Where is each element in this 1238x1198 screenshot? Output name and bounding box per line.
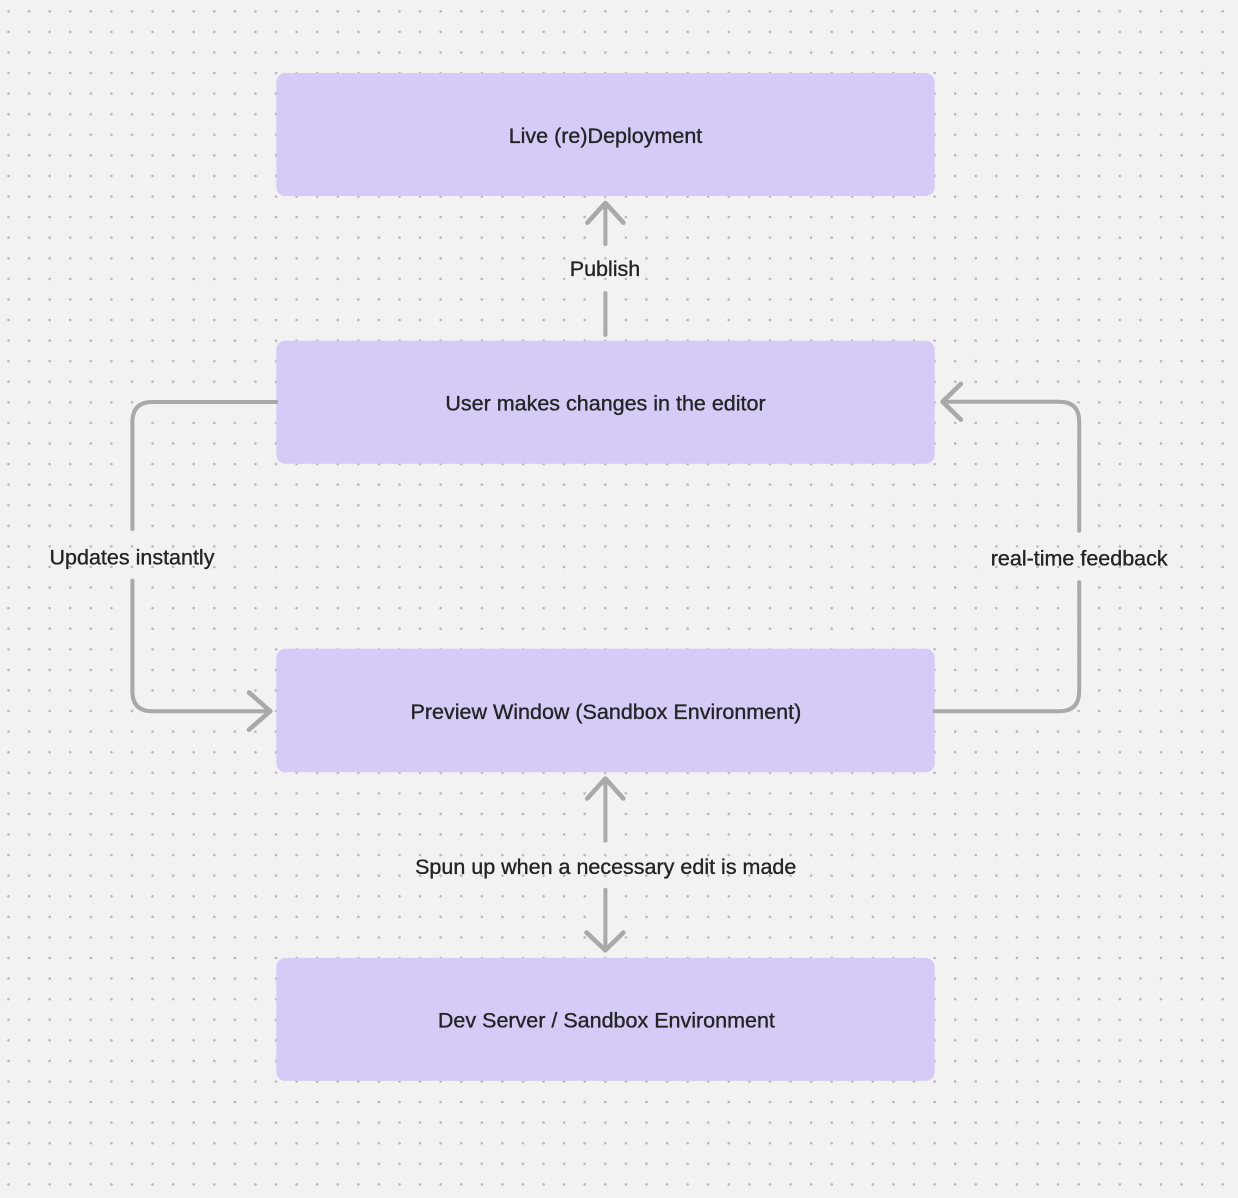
svg-text:Dev Server / Sandbox Environme: Dev Server / Sandbox Environment bbox=[438, 1009, 775, 1033]
svg-text:Updates instantly: Updates instantly bbox=[50, 546, 215, 570]
svg-text:Preview Window (Sandbox Enviro: Preview Window (Sandbox Environment) bbox=[411, 700, 802, 724]
svg-text:Live (re)Deployment: Live (re)Deployment bbox=[509, 124, 703, 148]
svg-text:real-time feedback: real-time feedback bbox=[991, 546, 1168, 570]
svg-text:Publish: Publish bbox=[570, 257, 641, 281]
svg-text:Spun up when a necessary edit: Spun up when a necessary edit is made bbox=[415, 855, 796, 879]
svg-text:User makes changes in the edit: User makes changes in the editor bbox=[445, 392, 765, 416]
